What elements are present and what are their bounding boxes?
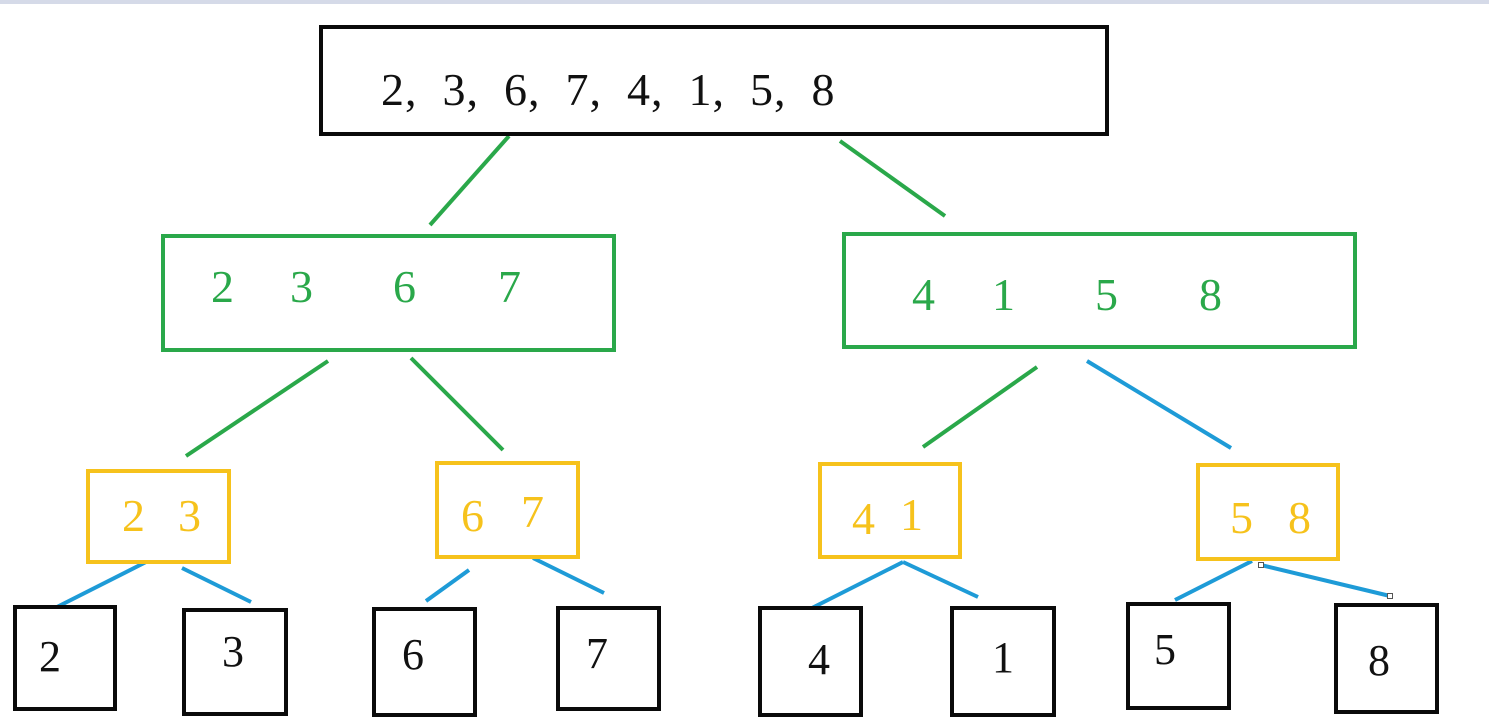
root-array-text: 2, 3, 6, 7, 4, 1, 5, 8 [381, 64, 836, 115]
connector-l1b-left [921, 365, 1039, 449]
connector-root-left [428, 134, 511, 227]
connector-l2b-right [532, 556, 605, 595]
level2-box-1: 2 3 [86, 469, 231, 564]
level2-box-2-value-1: 6 [461, 490, 484, 541]
leaf-box-2-value: 3 [222, 627, 244, 676]
level2-box-2: 6 7 [435, 461, 580, 559]
leaf-box-5: 4 [758, 606, 863, 717]
level2-box-1-value-2: 3 [178, 490, 201, 541]
leaf-box-1: 2 [13, 605, 117, 711]
leaf-box-2: 3 [182, 608, 288, 716]
leaf-box-1-value: 2 [39, 632, 61, 681]
level1-right-value-3: 5 [1095, 269, 1118, 320]
root-array-box: 2, 3, 6, 7, 4, 1, 5, 8 [319, 25, 1109, 136]
leaf-box-8: 8 [1334, 603, 1439, 714]
leaf-box-3: 6 [372, 607, 477, 717]
leaf-box-6: 1 [950, 606, 1056, 717]
connector-l2a-left [54, 560, 147, 610]
line-handle-start[interactable] [1258, 562, 1264, 568]
level1-box-right: 4 1 5 8 [842, 232, 1357, 349]
connector-l2b-left [424, 568, 471, 603]
level1-left-value-1: 2 [211, 261, 234, 312]
connector-l1a-right [409, 356, 505, 452]
level2-box-3: 4 1 [818, 462, 962, 559]
level2-box-4: 5 8 [1196, 463, 1340, 561]
connector-l1a-left [184, 359, 330, 458]
connector-l2c-left [811, 560, 904, 610]
level1-right-value-2: 1 [992, 269, 1015, 320]
leaf-box-6-value: 1 [992, 633, 1014, 682]
connector-root-right [838, 139, 947, 218]
line-handle-end[interactable] [1387, 593, 1393, 599]
leaf-box-8-value: 8 [1368, 636, 1390, 685]
level2-box-4-value-2: 8 [1288, 492, 1311, 543]
leaf-box-7: 5 [1126, 602, 1231, 710]
leaf-box-4-value: 7 [586, 629, 608, 678]
level2-box-4-value-1: 5 [1230, 492, 1253, 543]
connector-l2d-left [1174, 559, 1253, 602]
level1-right-value-4: 8 [1199, 269, 1222, 320]
level2-box-3-value-1: 4 [852, 493, 875, 544]
level1-left-value-4: 7 [498, 261, 521, 312]
top-border-line [0, 0, 1489, 4]
level1-right-value-1: 4 [912, 269, 935, 320]
leaf-box-4: 7 [556, 606, 661, 711]
connector-l2c-right [902, 560, 979, 599]
level1-box-left: 2 3 6 7 [161, 234, 616, 352]
connector-l2a-right [181, 566, 252, 604]
leaf-box-5-value: 4 [808, 635, 830, 684]
level1-left-value-2: 3 [290, 261, 313, 312]
connector-l2d-right [1260, 563, 1391, 598]
level2-box-2-value-2: 7 [521, 486, 544, 537]
leaf-box-3-value: 6 [402, 630, 424, 679]
level2-box-1-value-1: 2 [122, 490, 145, 541]
level1-left-value-3: 6 [393, 261, 416, 312]
level2-box-3-value-2: 1 [900, 489, 923, 540]
connector-l1b-right [1085, 359, 1233, 450]
leaf-box-7-value: 5 [1154, 625, 1176, 674]
